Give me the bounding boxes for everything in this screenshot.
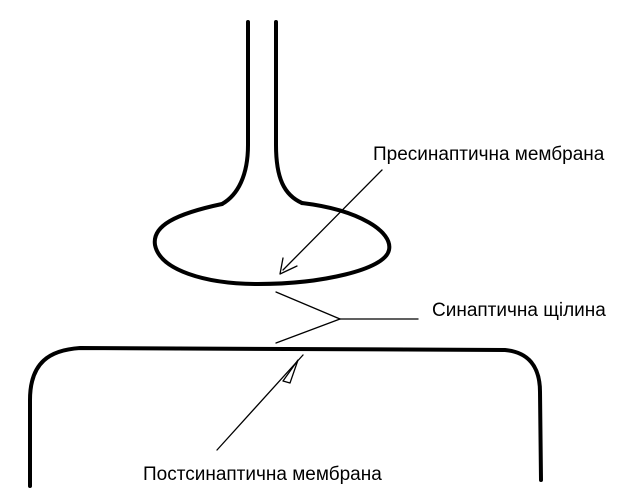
axon-left-wall [220,20,250,206]
synaptic-cleft-label: Синаптична щілина [432,300,606,321]
postsynaptic-membrane-label: Постсинаптична мембрана [143,464,382,485]
bouton-outline [152,201,392,286]
cleft-pointer-upper [275,291,341,320]
axon-right-wall [274,20,304,205]
postsynaptic-cell-outline [28,346,543,488]
presynaptic-pointer-line [282,169,383,271]
postsynaptic-pointer [216,354,304,451]
postsynaptic-pointer-line [216,354,304,451]
presynaptic-terminal [152,20,392,286]
postsynaptic-arrowhead-icon [282,359,299,384]
presynaptic-membrane-label: Пресинаптична мембрана [373,144,605,165]
cleft-pointer-lower [275,318,341,344]
presynaptic-arrowhead-icon [279,257,298,275]
cleft-pointer [275,291,419,344]
presynaptic-pointer [279,169,383,275]
